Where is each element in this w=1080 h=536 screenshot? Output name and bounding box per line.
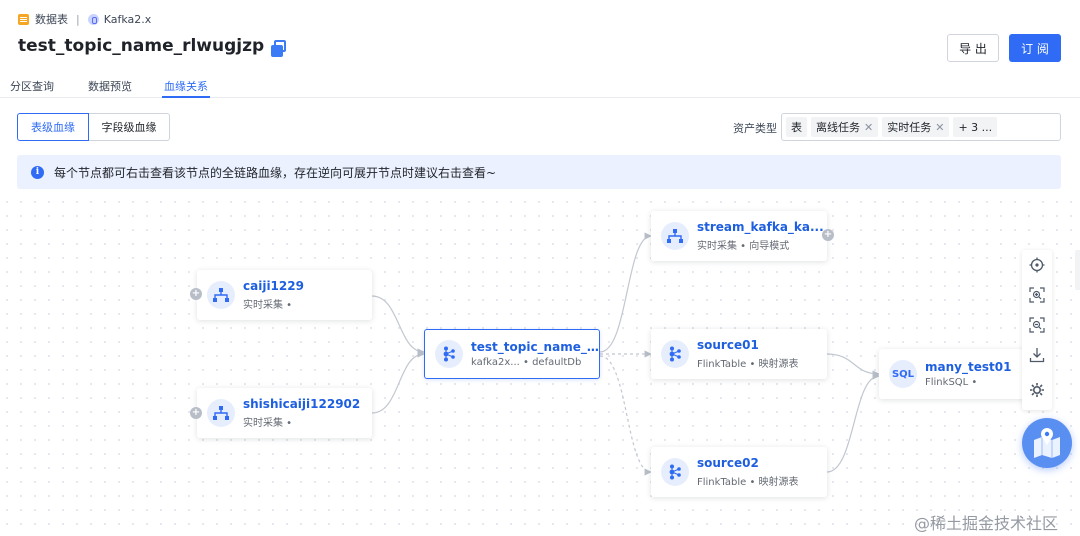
- download-icon[interactable]: [1029, 347, 1045, 363]
- lineage-node-many-test01[interactable]: SQL many_test01 FlinkSQL •: [879, 349, 1027, 399]
- panel-collapse-handle[interactable]: [1075, 250, 1080, 290]
- node-name: shishicaiji122902: [243, 397, 361, 411]
- asset-tag-more[interactable]: + 3 ...: [953, 117, 998, 137]
- database-icon: [18, 13, 29, 25]
- asset-tag-table: 表: [786, 117, 807, 137]
- zoom-out-icon[interactable]: [1029, 317, 1045, 333]
- map-icon[interactable]: [1022, 418, 1072, 468]
- page-title-text: test_topic_name_rlwugjzp: [18, 36, 265, 56]
- subscribe-button[interactable]: 订 阅: [1009, 34, 1061, 62]
- node-name: source01: [697, 338, 759, 352]
- lineage-node-source01[interactable]: source01 FlinkTable • 映射源表: [651, 329, 827, 379]
- tab-partition-query[interactable]: 分区查询: [10, 80, 54, 93]
- node-subtitle: 实时采集 •: [243, 300, 293, 311]
- kafka-topic-icon: [661, 458, 689, 486]
- lineage-node-stream-kafka[interactable]: stream_kafka_ka... 实时采集 • 向导模式: [651, 211, 827, 261]
- kafka-topic-icon: [435, 340, 463, 368]
- breadcrumb: 数据表 | Kafka2.x: [18, 11, 151, 27]
- asset-type-label: 资产类型: [733, 122, 777, 135]
- kafka-icon: [87, 13, 99, 25]
- zoom-in-icon[interactable]: [1029, 287, 1045, 303]
- asset-tag-text: + 3 ...: [958, 120, 993, 134]
- node-name: test_topic_name_rlwugjzp: [471, 340, 599, 354]
- node-subtitle: 实时采集 • 向导模式: [697, 241, 790, 252]
- collector-icon: [207, 399, 235, 427]
- expand-node-icon[interactable]: +: [822, 229, 834, 241]
- node-subtitle: FlinkSQL •: [925, 377, 978, 388]
- close-icon[interactable]: ✕: [864, 120, 874, 134]
- lineage-node-center[interactable]: test_topic_name_rlwugjzp kafka2x... • de…: [424, 329, 600, 379]
- asset-tag-offline: 离线任务 ✕: [811, 117, 879, 137]
- tab-bar: 分区查询 数据预览 血缘关系: [0, 70, 1080, 98]
- tab-data-preview[interactable]: 数据预览: [88, 80, 132, 93]
- page-title: test_topic_name_rlwugjzp: [18, 36, 287, 57]
- collector-icon: [207, 281, 235, 309]
- sql-icon: SQL: [889, 360, 917, 388]
- asset-tag-text: 离线任务: [816, 121, 860, 134]
- node-subtitle: 实时采集 •: [243, 418, 293, 429]
- breadcrumb-item-datatable[interactable]: 数据表: [35, 13, 68, 26]
- lineage-node-caiji1229[interactable]: caiji1229 实时采集 •: [197, 270, 372, 320]
- table-lineage-button[interactable]: 表级血缘: [17, 113, 89, 141]
- export-button[interactable]: 导 出: [947, 34, 999, 62]
- copy-icon[interactable]: [271, 40, 287, 57]
- node-subtitle: kafka2x... • defaultDb: [471, 357, 582, 368]
- node-name: caiji1229: [243, 279, 304, 293]
- node-subtitle: FlinkTable • 映射源表: [697, 477, 799, 488]
- node-name: source02: [697, 456, 759, 470]
- settings-icon[interactable]: [1029, 382, 1045, 398]
- notice-banner: i 每个节点都可右击查看该节点的全链路血缘，存在逆向可展开节点时建议右击查看~: [17, 155, 1061, 189]
- close-icon[interactable]: ✕: [935, 120, 945, 134]
- asset-tag-realtime: 实时任务✕: [882, 117, 950, 137]
- lineage-node-shishicaiji122902[interactable]: shishicaiji122902 实时采集 •: [197, 388, 372, 438]
- tab-lineage[interactable]: 血缘关系: [162, 80, 210, 98]
- watermark: @稀土掘金技术社区: [914, 514, 1059, 533]
- canvas-toolbar: [1022, 250, 1052, 410]
- node-subtitle: FlinkTable • 映射源表: [697, 359, 799, 370]
- kafka-topic-icon: [661, 340, 689, 368]
- asset-tag-text: 实时任务: [887, 121, 932, 134]
- locate-icon[interactable]: [1029, 257, 1045, 273]
- expand-node-icon[interactable]: +: [190, 288, 202, 300]
- node-name: stream_kafka_ka...: [697, 220, 824, 234]
- asset-type-select[interactable]: 表 离线任务✕ 实时任务✕ + 3 ...: [781, 113, 1061, 141]
- expand-node-icon[interactable]: +: [190, 407, 202, 419]
- info-icon: i: [31, 165, 44, 179]
- breadcrumb-item-kafka[interactable]: Kafka2.x: [103, 12, 152, 26]
- field-lineage-button[interactable]: 字段级血缘: [89, 113, 170, 141]
- lineage-node-source02[interactable]: source02 FlinkTable • 映射源表: [651, 447, 827, 497]
- notice-text: 每个节点都可右击查看该节点的全链路血缘，存在逆向可展开节点时建议右击查看~: [54, 165, 497, 180]
- breadcrumb-separator: |: [76, 12, 80, 26]
- collector-icon: [661, 222, 689, 250]
- asset-tag-text: 表: [791, 121, 802, 134]
- sql-icon-text: SQL: [891, 368, 915, 380]
- node-name: many_test01: [925, 360, 1012, 374]
